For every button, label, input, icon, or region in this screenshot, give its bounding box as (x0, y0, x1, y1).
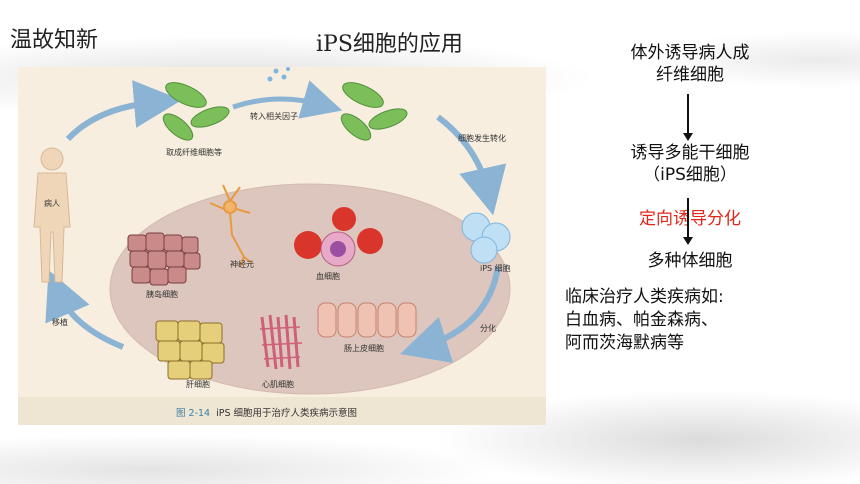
label-differentiate: 分化 (480, 324, 496, 333)
ips-cells (461, 212, 511, 264)
factor-dots (267, 67, 290, 82)
blood-cells (294, 207, 383, 267)
label-transfer-factors: 转入相关因子 (250, 112, 298, 121)
arrow-patient-to-fibroblast (65, 80, 182, 142)
disease-applications: 临床治疗人类疾病如: 白血病、帕金森病、 阿而茨海默病等 (565, 286, 855, 355)
label-neuron: 神经元 (230, 260, 254, 269)
figure-number: 图 2-14 (176, 408, 211, 419)
flow-step-1-line2: 纤维细胞 (656, 65, 724, 85)
flow-step-1-line1: 体外诱导病人成 (630, 43, 750, 63)
label-cell-transform: 细胞发生转化 (458, 134, 506, 143)
arrow-differentiate (400, 266, 501, 363)
flow-step-3: 定向诱导分化 (639, 209, 741, 229)
label-blood-cell: 血细胞 (316, 272, 340, 281)
figure-caption-text: iPS 细胞用于治疗人类疾病示意图 (216, 408, 358, 419)
islet-cells (127, 232, 201, 286)
flow-step-2-line2: （iPS细胞） (643, 165, 737, 185)
slide-title: iPS细胞的应用 (316, 32, 463, 57)
fibroblast-cells-right (340, 82, 408, 141)
fibroblast-cells-left (162, 82, 230, 141)
label-transplant: 移植 (52, 318, 68, 327)
slide-section-label: 温故知新 (10, 28, 99, 53)
flow-arrow-1 (683, 94, 693, 141)
flow-step-4: 多种体细胞 (647, 251, 733, 271)
label-intestinal-cell: 肠上皮细胞 (344, 344, 384, 353)
disease-line-2: 白血病、帕金森病、 (565, 310, 718, 330)
neuron-cell (209, 184, 253, 268)
label-patient: 病人 (44, 199, 60, 208)
patient-figure (33, 147, 71, 283)
intestinal-cells (317, 302, 417, 338)
label-ips-cell: iPS 细胞 (480, 264, 511, 273)
flow-arrow-2 (683, 198, 693, 245)
ips-diagram-art (33, 67, 511, 395)
arrow-transform (436, 114, 507, 216)
arrow-factor-transfer (232, 80, 343, 119)
arrow-transplant (45, 269, 125, 350)
figure-caption-bar (18, 397, 546, 425)
label-take-cells: 取成纤维细胞等 (166, 148, 222, 157)
label-liver-cell: 肝细胞 (186, 380, 210, 389)
cardiac-cells (259, 314, 303, 370)
disease-line-3: 阿而茨海默病等 (565, 333, 684, 353)
figure-caption: 图 2-14 iPS 细胞用于治疗人类疾病示意图 (176, 405, 357, 419)
flow-step-2-line1: 诱导多能干细胞 (630, 143, 750, 163)
ips-diagram-figure: 病人 取成纤维细胞等 转入相关因子 细胞发生转化 iPS 细胞 分化 移植 神经… (18, 67, 546, 425)
disease-line-1: 临床治疗人类疾病如: (565, 287, 724, 307)
liver-cells (155, 320, 225, 380)
label-islet-cell: 胰岛细胞 (146, 290, 178, 299)
label-cardiac-cell: 心肌细胞 (262, 380, 294, 389)
process-flow: 体外诱导病人成 纤维细胞 诱导多能干细胞 （iPS细胞） 定向诱导分化 多种体细… (560, 40, 820, 370)
